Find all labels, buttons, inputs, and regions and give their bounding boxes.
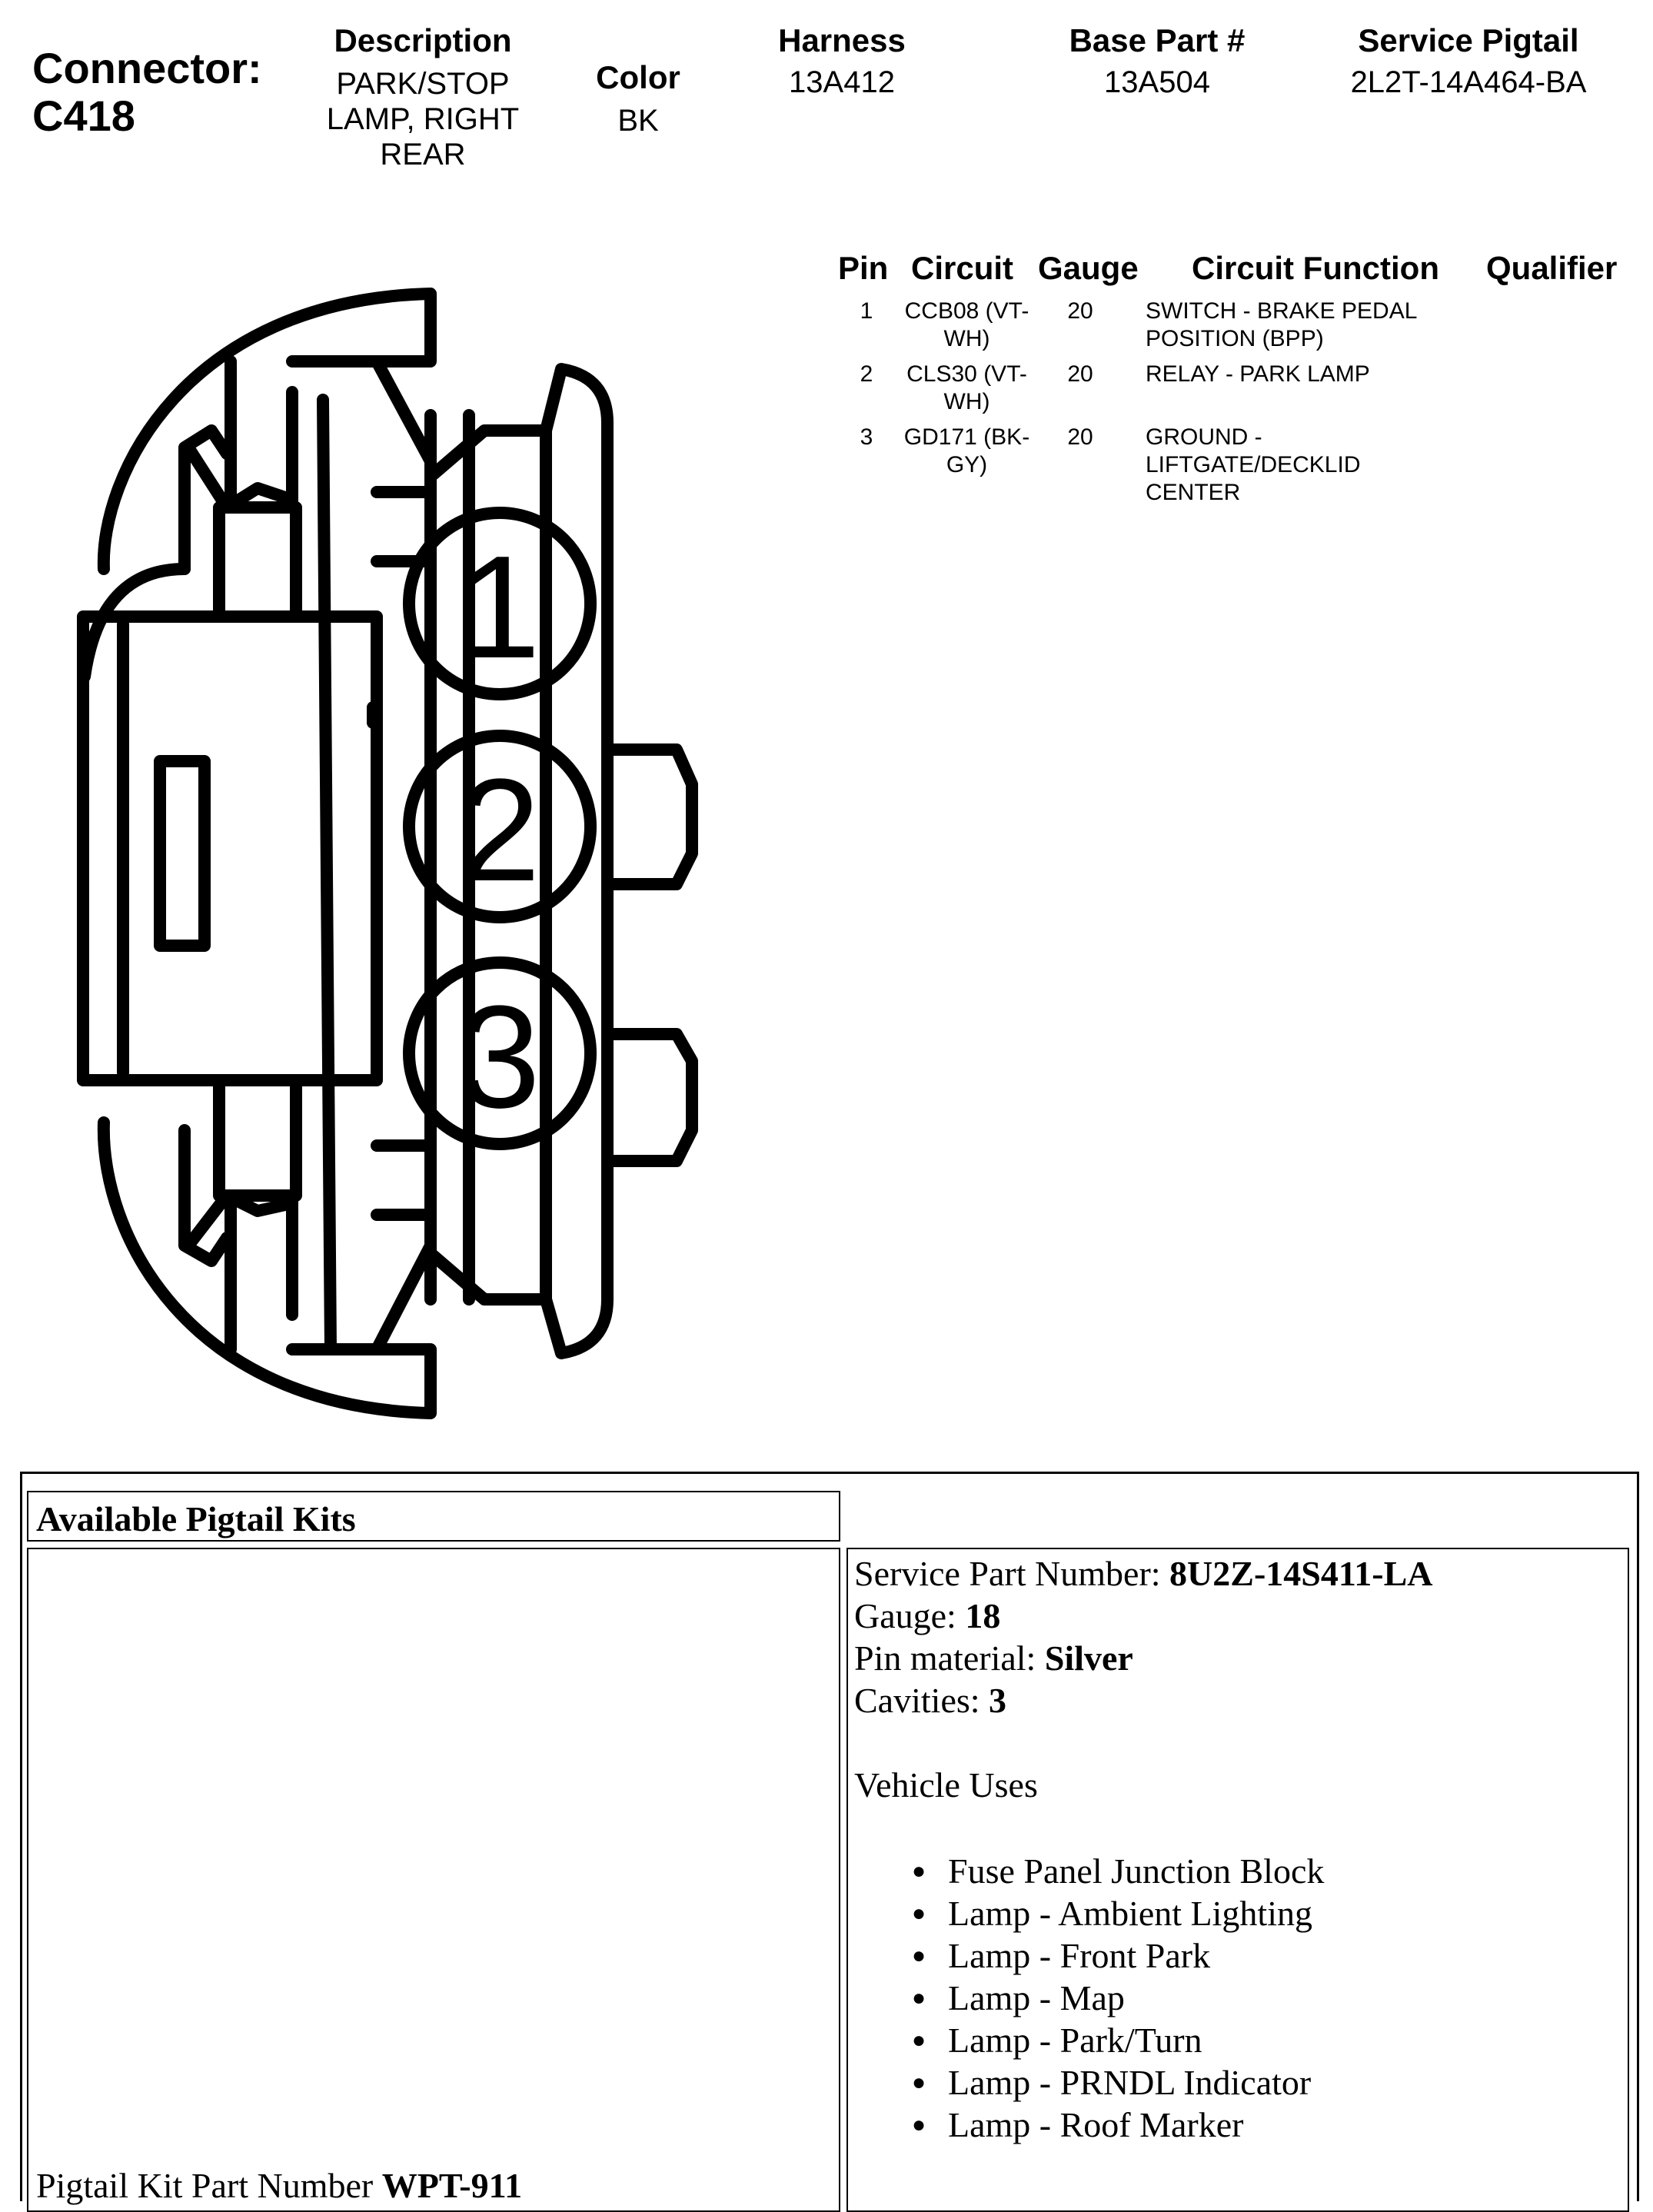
connector-face-diagram: 1 2 3 — [77, 288, 698, 1419]
harness-value: 13A412 — [789, 65, 895, 99]
function-line: LIFTGATE/DECKLID — [1146, 452, 1361, 477]
base-part-label: Base Part # — [1069, 22, 1246, 58]
cavity-1 — [403, 507, 597, 700]
circuit-line: WH) — [943, 389, 990, 414]
service-pigtail-value: 2L2T-14A464-BA — [1350, 65, 1587, 99]
list-item: Lamp - Roof Marker — [854, 2104, 1433, 2146]
right-tab-lower — [601, 1028, 698, 1167]
pigtail-kit-details: Service Part Number: 8U2Z-14S411-LA Gaug… — [854, 1552, 1433, 2146]
connector-title: Connector: C418 — [32, 45, 262, 140]
pigtail-kit-part-number: Pigtail Kit Part Number WPT-911 — [36, 2165, 522, 2206]
service-part-number: Service Part Number: 8U2Z-14S411-LA — [854, 1552, 1433, 1595]
service-part-label: Service Part Number: — [854, 1554, 1170, 1593]
gauge-cell: 20 — [1067, 298, 1093, 324]
connector-label: Connector: — [32, 44, 262, 92]
list-item: Lamp - Park/Turn — [854, 2019, 1433, 2061]
function-line: POSITION (BPP) — [1146, 326, 1324, 351]
color-value: BK — [617, 104, 659, 138]
pigtail-kit-part-value: WPT-911 — [381, 2166, 523, 2205]
latch-window — [154, 755, 211, 952]
description-label: Description — [334, 22, 512, 58]
circuit-line: GY) — [946, 452, 988, 477]
service-part-value: 8U2Z-14S411-LA — [1169, 1554, 1433, 1593]
circuit-cell: CLS30 (VT- WH) — [892, 361, 1042, 416]
top-hook — [78, 563, 191, 683]
function-line: CENTER — [1146, 480, 1241, 505]
service-pigtail-column: Service Pigtail 2L2T-14A464-BA — [1322, 23, 1615, 100]
cavities-value: 3 — [989, 1681, 1007, 1720]
base-part-value: 13A504 — [1104, 65, 1210, 99]
gauge-cell: 20 — [1067, 424, 1093, 450]
pin-number: 2 — [860, 361, 873, 387]
list-item: Lamp - Front Park — [854, 1934, 1433, 1977]
cavity-2 — [403, 730, 597, 923]
circuit-cell: CCB08 (VT- WH) — [892, 298, 1042, 353]
function-line: SWITCH - BRAKE PEDAL — [1146, 298, 1418, 324]
circuit-line: CCB08 (VT- — [904, 298, 1029, 324]
gauge-cell: 20 — [1067, 361, 1093, 387]
cavity-label-2: 2 — [459, 749, 540, 912]
description-line: REAR — [380, 138, 466, 171]
service-pigtail-label: Service Pigtail — [1358, 22, 1579, 58]
cavities-info: Cavities: 3 — [854, 1679, 1433, 1721]
pin-header: Pin — [838, 250, 889, 286]
circuit-line: WH) — [943, 326, 990, 351]
cavity-3 — [403, 956, 597, 1150]
description-line: LAMP, RIGHT — [326, 102, 520, 136]
harness-column: Harness 13A412 — [738, 23, 946, 100]
gauge-value: 18 — [965, 1596, 1001, 1635]
pin-material-value: Silver — [1044, 1638, 1133, 1678]
gauge-label: Gauge: — [854, 1596, 966, 1635]
function-line: GROUND - — [1146, 424, 1262, 450]
list-item: Lamp - Map — [854, 1977, 1433, 2019]
circuit-function-header: Circuit Function — [1192, 250, 1439, 286]
pigtail-kit-part-label: Pigtail Kit Part Number — [36, 2166, 382, 2205]
qualifier-header: Qualifier — [1486, 250, 1618, 286]
right-tab-upper — [601, 743, 698, 890]
cavity-label-3: 3 — [459, 976, 540, 1139]
pin-number: 1 — [860, 298, 873, 324]
connector-id: C418 — [32, 91, 135, 140]
cavities-label: Cavities: — [854, 1681, 989, 1720]
function-cell: GROUND - LIFTGATE/DECKLID CENTER — [1146, 424, 1361, 507]
vehicle-uses-list: Fuse Panel Junction Block Lamp - Ambient… — [854, 1850, 1433, 2146]
function-line: RELAY - PARK LAMP — [1146, 361, 1370, 387]
pigtail-kits-title: Available Pigtail Kits — [36, 1499, 356, 1538]
vehicle-uses-label: Vehicle Uses — [854, 1765, 1038, 1805]
description-column: Description PARK/STOP LAMP, RIGHT REAR — [308, 23, 538, 172]
pigtail-kit-image-cell: Pigtail Kit Part Number WPT-911 — [27, 1548, 840, 2212]
gauge-info: Gauge: 18 — [854, 1595, 1433, 1637]
pin-number: 3 — [860, 424, 873, 450]
list-item: Lamp - PRNDL Indicator — [854, 2061, 1433, 2104]
list-item: Lamp - Ambient Lighting — [854, 1892, 1433, 1934]
pin-material-label: Pin material: — [854, 1638, 1045, 1678]
function-cell: RELAY - PARK LAMP — [1146, 361, 1370, 388]
pigtail-kits-header-cell: Available Pigtail Kits — [27, 1491, 840, 1542]
bottom-hook — [97, 1116, 437, 1419]
circuit-header: Circuit — [911, 250, 1014, 286]
pin-material-info: Pin material: Silver — [854, 1637, 1433, 1679]
base-part-column: Base Part # 13A504 — [1030, 23, 1284, 100]
color-column: Color BK — [554, 60, 723, 138]
list-item: Fuse Panel Junction Block — [854, 1850, 1433, 1892]
cavity-label-1: 1 — [459, 526, 540, 689]
color-label: Color — [596, 59, 680, 95]
circuit-line: CLS30 (VT- — [906, 361, 1027, 387]
harness-label: Harness — [778, 22, 906, 58]
circuit-line: GD171 (BK- — [903, 424, 1030, 450]
circuit-cell: GD171 (BK- GY) — [892, 424, 1042, 479]
function-cell: SWITCH - BRAKE PEDAL POSITION (BPP) — [1146, 298, 1417, 353]
pigtail-kit-details-cell: Service Part Number: 8U2Z-14S411-LA Gaug… — [846, 1548, 1629, 2212]
pigtail-kits-table: Available Pigtail Kits Pigtail Kit Part … — [20, 1472, 1639, 2212]
description-line: PARK/STOP — [336, 67, 510, 101]
gauge-header: Gauge — [1038, 250, 1139, 286]
